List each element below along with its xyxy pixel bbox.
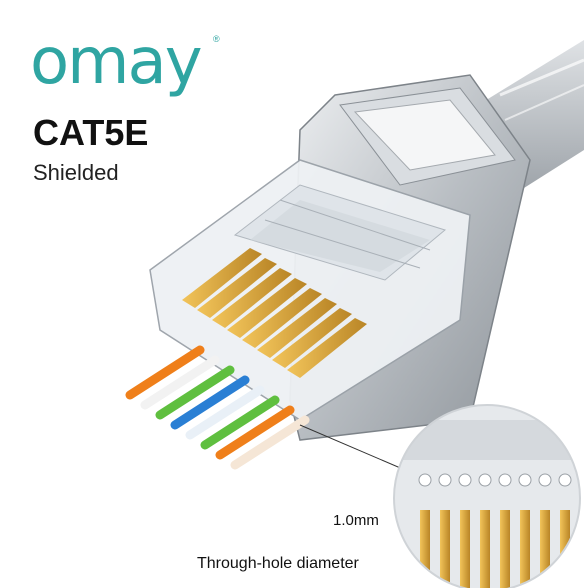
zoom-detail	[394, 405, 580, 588]
brand-logo: omay	[30, 25, 203, 99]
wires	[125, 345, 310, 470]
registered-mark: ®	[213, 34, 220, 44]
hole-measurement: 1.0mm	[333, 512, 379, 529]
hole-caption: Through-hole diameter	[197, 555, 359, 572]
product-title: CAT5E	[33, 112, 149, 153]
gold-contacts	[182, 248, 367, 378]
product-subtitle: Shielded	[33, 160, 119, 185]
